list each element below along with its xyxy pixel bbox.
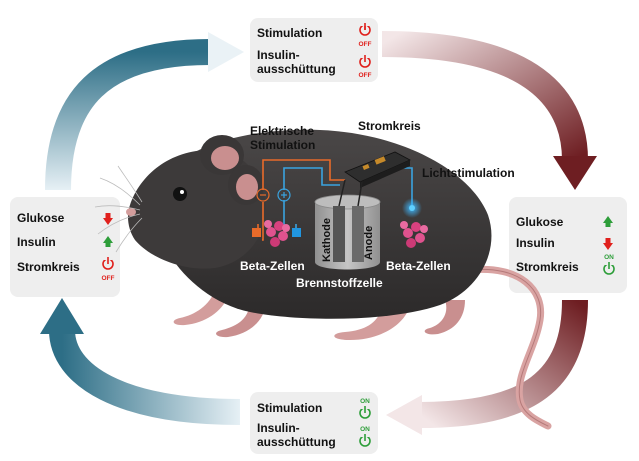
bottom-state-box: Stimulation ON Insulin- ausschüttung ON [250, 392, 378, 454]
mouse-whiskers [94, 165, 143, 253]
top-state-box: Stimulation OFF Insulin- ausschüttung OF… [250, 18, 378, 82]
arrow-left-to-top [45, 32, 244, 191]
circuit-label: Stromkreis [358, 119, 421, 133]
left-circuit-label: Stromkreis [17, 260, 80, 274]
right-state-box: Glukose Insulin Stromkreis ON [509, 197, 627, 293]
left-glucose-label: Glukose [17, 211, 65, 225]
right-insulin-label: Insulin [516, 236, 555, 250]
bottom-insulin-label-line1: Insulin- [257, 421, 300, 435]
top-stimulation-label: Stimulation [257, 26, 322, 40]
bottom-stimulation-label: Stimulation [257, 401, 322, 415]
arrow-up-icon [603, 216, 613, 223]
minus-icon [256, 188, 270, 202]
bottom-stimulation-state: ON [360, 398, 370, 405]
power-on-icon [359, 406, 371, 419]
top-stimulation-state: OFF [359, 41, 372, 48]
fuel-cell-label: Brennstoffzelle [296, 276, 383, 290]
cathode-label: Kathode [321, 218, 333, 262]
electric-stimulation-label-line2: Stimulation [250, 138, 315, 152]
right-glucose-label: Glukose [516, 215, 564, 229]
top-insulin-label-line2: ausschüttung [257, 62, 336, 76]
power-on-icon [359, 434, 371, 447]
top-insulin-label-line1: Insulin- [257, 48, 300, 62]
left-circuit-state: OFF [102, 275, 115, 282]
light-stimulation-label: Lichtstimulation [422, 166, 515, 180]
power-on-icon [603, 262, 615, 275]
plus-icon [277, 188, 291, 202]
bottom-insulin-state: ON [360, 426, 370, 433]
beta-cells-right-label: Beta-Zellen [386, 259, 451, 273]
mouse-front-foot [173, 290, 228, 326]
beta-cells-left [264, 220, 290, 247]
anode-electrode [292, 228, 301, 237]
left-insulin-label: Insulin [17, 235, 56, 249]
anode-label: Anode [363, 226, 375, 260]
implant-circuit [252, 151, 422, 241]
arrow-down-icon [103, 218, 113, 225]
arrow-bottom-to-left [40, 298, 241, 425]
arrow-top-to-right [381, 31, 597, 190]
power-off-icon [102, 257, 114, 270]
beta-cells-left-label: Beta-Zellen [240, 259, 305, 273]
power-off-icon [359, 55, 371, 68]
circuit-board [344, 151, 411, 188]
right-circuit-state: ON [604, 254, 614, 261]
cathode-plate [333, 206, 345, 262]
right-circuit-label: Stromkreis [516, 260, 579, 274]
left-state-box: Glukose Insulin Stromkreis OFF [10, 197, 120, 297]
bottom-insulin-label-line2: ausschüttung [257, 435, 336, 449]
mouse-eye [173, 187, 187, 201]
electric-stimulation-label-line1: Elektrische [250, 124, 314, 138]
beta-cells-right [400, 221, 428, 248]
anode-plate [352, 206, 364, 262]
fuel-cell [314, 179, 381, 270]
mouse-nose [126, 208, 136, 216]
arrow-down-icon [603, 243, 613, 250]
arrow-up-icon [103, 236, 113, 243]
arrow-right-to-bottom [386, 299, 588, 435]
top-insulin-state: OFF [359, 72, 372, 79]
cathode-electrode [252, 228, 261, 237]
power-off-icon [359, 23, 371, 36]
